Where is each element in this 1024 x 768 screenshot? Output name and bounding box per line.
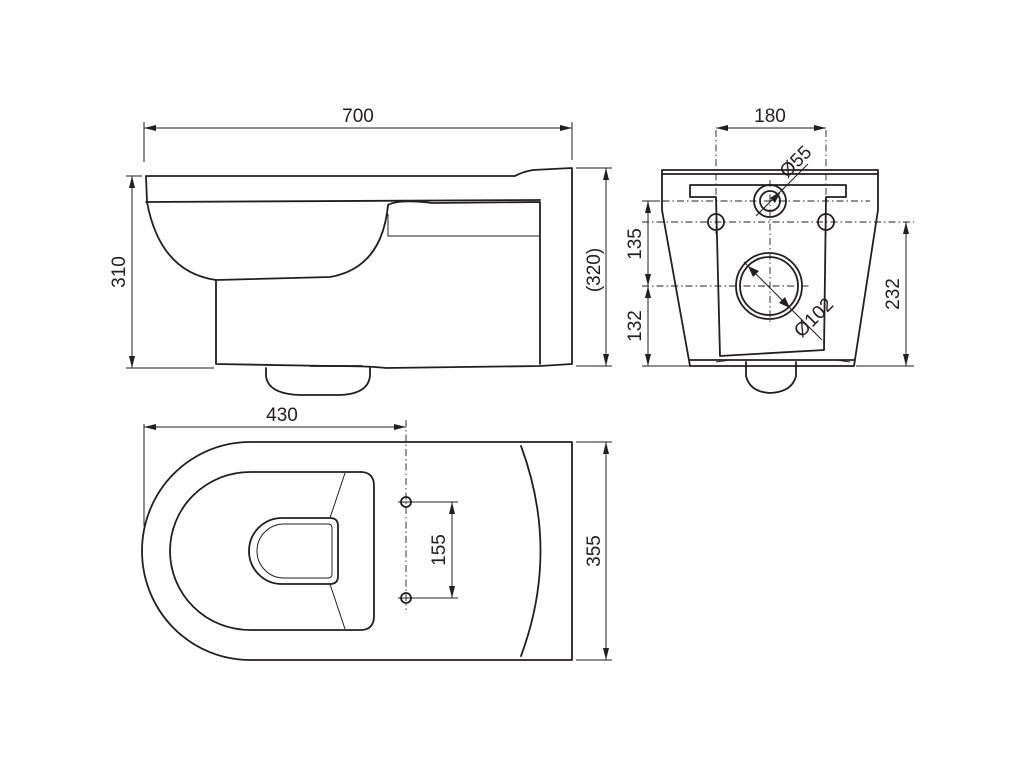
dimension-155: 155 (414, 501, 458, 599)
back-view-outline (661, 169, 879, 367)
top-view-bowl-opening (248, 517, 339, 585)
dimension-430: 430 (143, 405, 406, 526)
dimension-135-132: 135 132 (625, 200, 690, 367)
side-view-trap (265, 367, 371, 396)
dim-fixing-distance: 430 (266, 405, 298, 426)
top-view-rim (169, 471, 375, 631)
side-view-outline (145, 167, 573, 369)
dimension-355: 355 (576, 441, 612, 661)
side-view-seat-line (145, 199, 541, 203)
top-view-bowl-inner (256, 523, 333, 579)
back-view-foot (745, 361, 797, 394)
dim-height-with-seat: (320) (584, 248, 605, 292)
dimension-232: 232 (856, 222, 914, 367)
dim-height: 310 (109, 256, 130, 288)
dim-fixing-spacing: 180 (754, 106, 786, 127)
top-view-rim-back (329, 472, 346, 630)
side-view-hinge (387, 200, 541, 365)
back-view-mount-plate (689, 184, 847, 357)
dimension-310: 310 (109, 175, 214, 369)
back-view (642, 130, 914, 394)
top-view-tank-curve (520, 445, 542, 657)
dim-total-length: 700 (342, 106, 374, 127)
dim-width: 355 (584, 535, 605, 567)
dim-inlet-diameter: Ø55 (776, 142, 816, 182)
side-view-tank-box (387, 214, 540, 237)
side-view (145, 167, 573, 396)
top-view (141, 420, 573, 661)
top-view-outline (141, 441, 573, 661)
dimension-320: (320) (576, 167, 612, 367)
dim-inlet-to-outlet: 135 (625, 228, 646, 260)
dim-top-fixing-spacing: 155 (429, 534, 450, 566)
dimension-700: 700 (143, 106, 573, 162)
side-view-bowl (215, 204, 389, 281)
dim-outlet-height: 132 (625, 310, 646, 342)
dim-fixing-height: 232 (883, 278, 904, 310)
dimension-180: 180 (716, 106, 826, 131)
